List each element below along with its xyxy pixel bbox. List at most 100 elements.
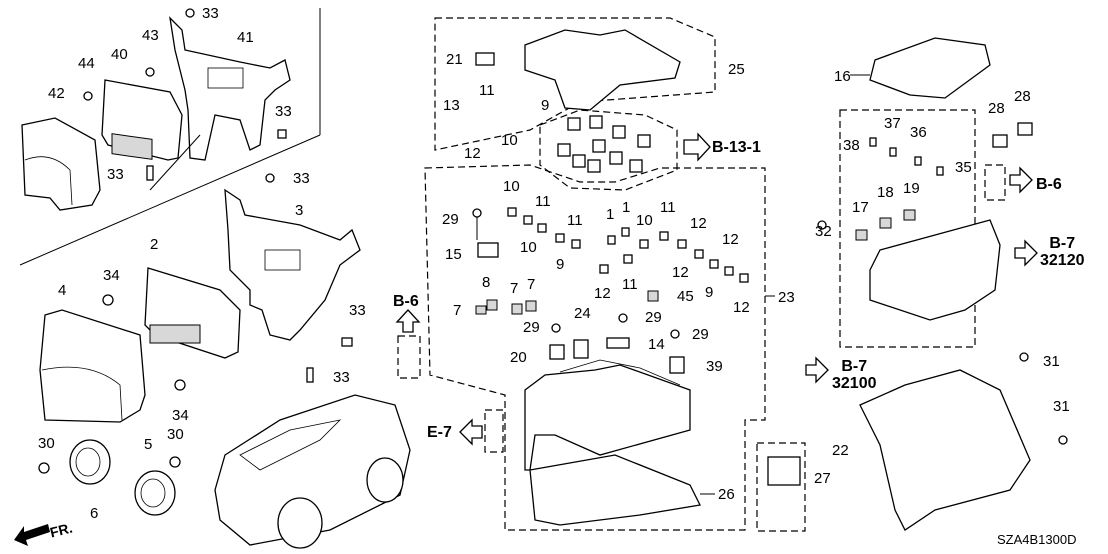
parts-7-8-caps[interactable] xyxy=(475,299,537,315)
part-41-bracket[interactable] xyxy=(169,16,291,161)
callout-4[interactable]: 4 xyxy=(58,282,67,299)
part-40-control-unit[interactable] xyxy=(101,79,183,161)
callout-40[interactable]: 40 xyxy=(111,46,128,63)
part-29-bolt-c[interactable] xyxy=(618,313,628,323)
part-20-relay[interactable] xyxy=(549,344,565,360)
part-3-bracket[interactable] xyxy=(224,188,361,341)
callout-29[interactable]: 29 xyxy=(692,326,709,343)
callout-33[interactable]: 33 xyxy=(333,369,350,386)
part-27-clip[interactable] xyxy=(767,456,801,486)
reference-b13-1[interactable]: B-13-1 xyxy=(712,139,761,156)
callout-26[interactable]: 26 xyxy=(718,486,735,503)
callout-34[interactable]: 34 xyxy=(172,407,189,424)
callout-11[interactable]: 11 xyxy=(567,212,583,229)
callout-16[interactable]: 16 xyxy=(834,68,851,85)
part-15-relay[interactable] xyxy=(477,242,499,258)
part-26-lower-cover[interactable] xyxy=(529,454,701,526)
callout-9[interactable]: 9 xyxy=(705,284,714,301)
callout-39[interactable]: 39 xyxy=(706,358,723,375)
callout-1[interactable]: 1 xyxy=(606,206,615,223)
callout-12[interactable]: 12 xyxy=(733,299,750,316)
callout-31[interactable]: 31 xyxy=(1043,353,1060,370)
reference-e7[interactable]: E-7 xyxy=(427,424,452,441)
callout-45[interactable]: 45 xyxy=(677,288,694,305)
main-fuse-box[interactable] xyxy=(524,359,691,471)
callout-7[interactable]: 7 xyxy=(453,302,462,319)
relay-group[interactable] xyxy=(539,109,678,191)
callout-7[interactable]: 7 xyxy=(510,280,519,297)
part-33-bolt-a[interactable] xyxy=(185,8,195,18)
callout-12[interactable]: 12 xyxy=(690,215,707,232)
callout-36[interactable]: 36 xyxy=(910,124,927,141)
part-4-cover[interactable] xyxy=(39,309,146,423)
callout-30[interactable]: 30 xyxy=(167,426,184,443)
callout-33[interactable]: 33 xyxy=(107,166,124,183)
part-29-bolt-d[interactable] xyxy=(670,329,680,339)
callout-8[interactable]: 8 xyxy=(482,274,491,291)
under-hood-fuse-box[interactable] xyxy=(869,219,1001,321)
part-16-cover[interactable] xyxy=(869,37,991,99)
callout-25[interactable]: 25 xyxy=(728,61,745,78)
callout-11[interactable]: 11 xyxy=(622,276,638,293)
part-32-bolt[interactable] xyxy=(817,220,827,230)
callout-35[interactable]: 35 xyxy=(955,159,972,176)
callout-29[interactable]: 29 xyxy=(645,309,662,326)
callout-10[interactable]: 10 xyxy=(636,212,653,229)
callout-14[interactable]: 14 xyxy=(648,336,665,353)
callout-7[interactable]: 7 xyxy=(527,276,536,293)
callout-29[interactable]: 29 xyxy=(442,211,459,228)
callout-20[interactable]: 20 xyxy=(510,349,527,366)
part-33-bolt-e[interactable] xyxy=(341,337,353,347)
callout-10[interactable]: 10 xyxy=(503,178,520,195)
part-21-clip[interactable] xyxy=(475,52,495,66)
callout-33[interactable]: 33 xyxy=(202,5,219,22)
callout-22[interactable]: 22 xyxy=(832,442,849,459)
callout-30[interactable]: 30 xyxy=(38,435,55,452)
part-34-bolt-a[interactable] xyxy=(102,294,114,306)
part-31-bolt-a[interactable] xyxy=(1019,352,1029,362)
callout-24[interactable]: 24 xyxy=(574,305,591,322)
callout-10[interactable]: 10 xyxy=(520,239,537,256)
callout-42[interactable]: 42 xyxy=(48,85,65,102)
callout-34[interactable]: 34 xyxy=(103,267,120,284)
part-5-horn[interactable] xyxy=(134,470,176,516)
callout-44[interactable]: 44 xyxy=(78,55,95,72)
callout-38[interactable]: 38 xyxy=(843,137,860,154)
reference-b6-left[interactable]: B-6 xyxy=(393,293,419,310)
callout-32[interactable]: 32 xyxy=(815,223,832,240)
part-6-horn[interactable] xyxy=(69,439,111,485)
callout-19[interactable]: 19 xyxy=(903,180,920,197)
part-43-grommet[interactable] xyxy=(145,67,155,77)
part-44-nut[interactable] xyxy=(83,91,93,101)
callout-27[interactable]: 27 xyxy=(814,470,831,487)
callout-28[interactable]: 28 xyxy=(988,100,1005,117)
part-39-fuse[interactable] xyxy=(669,356,685,374)
part-33-bolt-c[interactable] xyxy=(146,165,154,181)
part-30-bolt-b[interactable] xyxy=(169,456,181,468)
callout-18[interactable]: 18 xyxy=(877,184,894,201)
part-33-bolt-d[interactable] xyxy=(265,173,275,183)
callout-15[interactable]: 15 xyxy=(445,246,462,263)
part-28-relays[interactable] xyxy=(992,122,1033,148)
part-30-bolt-a[interactable] xyxy=(38,462,50,474)
part-34-bolt-b[interactable] xyxy=(174,379,186,391)
callout-12[interactable]: 12 xyxy=(464,145,481,162)
part-29-bolt-b[interactable] xyxy=(551,323,561,333)
callout-6[interactable]: 6 xyxy=(90,505,99,522)
part-45-cap[interactable] xyxy=(647,290,659,302)
callout-13[interactable]: 13 xyxy=(443,97,460,114)
callout-29[interactable]: 29 xyxy=(523,319,540,336)
fuses-35-38[interactable] xyxy=(869,137,944,176)
callout-5[interactable]: 5 xyxy=(144,436,153,453)
callout-3[interactable]: 3 xyxy=(295,202,304,219)
callout-9[interactable]: 9 xyxy=(541,97,550,114)
part-14-fuse[interactable] xyxy=(606,337,630,349)
callout-10[interactable]: 10 xyxy=(501,132,518,149)
reference-b6-right[interactable]: B-6 xyxy=(1036,176,1062,193)
callout-9[interactable]: 9 xyxy=(556,256,565,273)
small-fuses[interactable] xyxy=(507,207,749,283)
callout-1[interactable]: 1 xyxy=(622,199,631,216)
part-22-bracket[interactable] xyxy=(859,369,1031,531)
part-25-fuse-box-cover[interactable] xyxy=(524,29,681,111)
